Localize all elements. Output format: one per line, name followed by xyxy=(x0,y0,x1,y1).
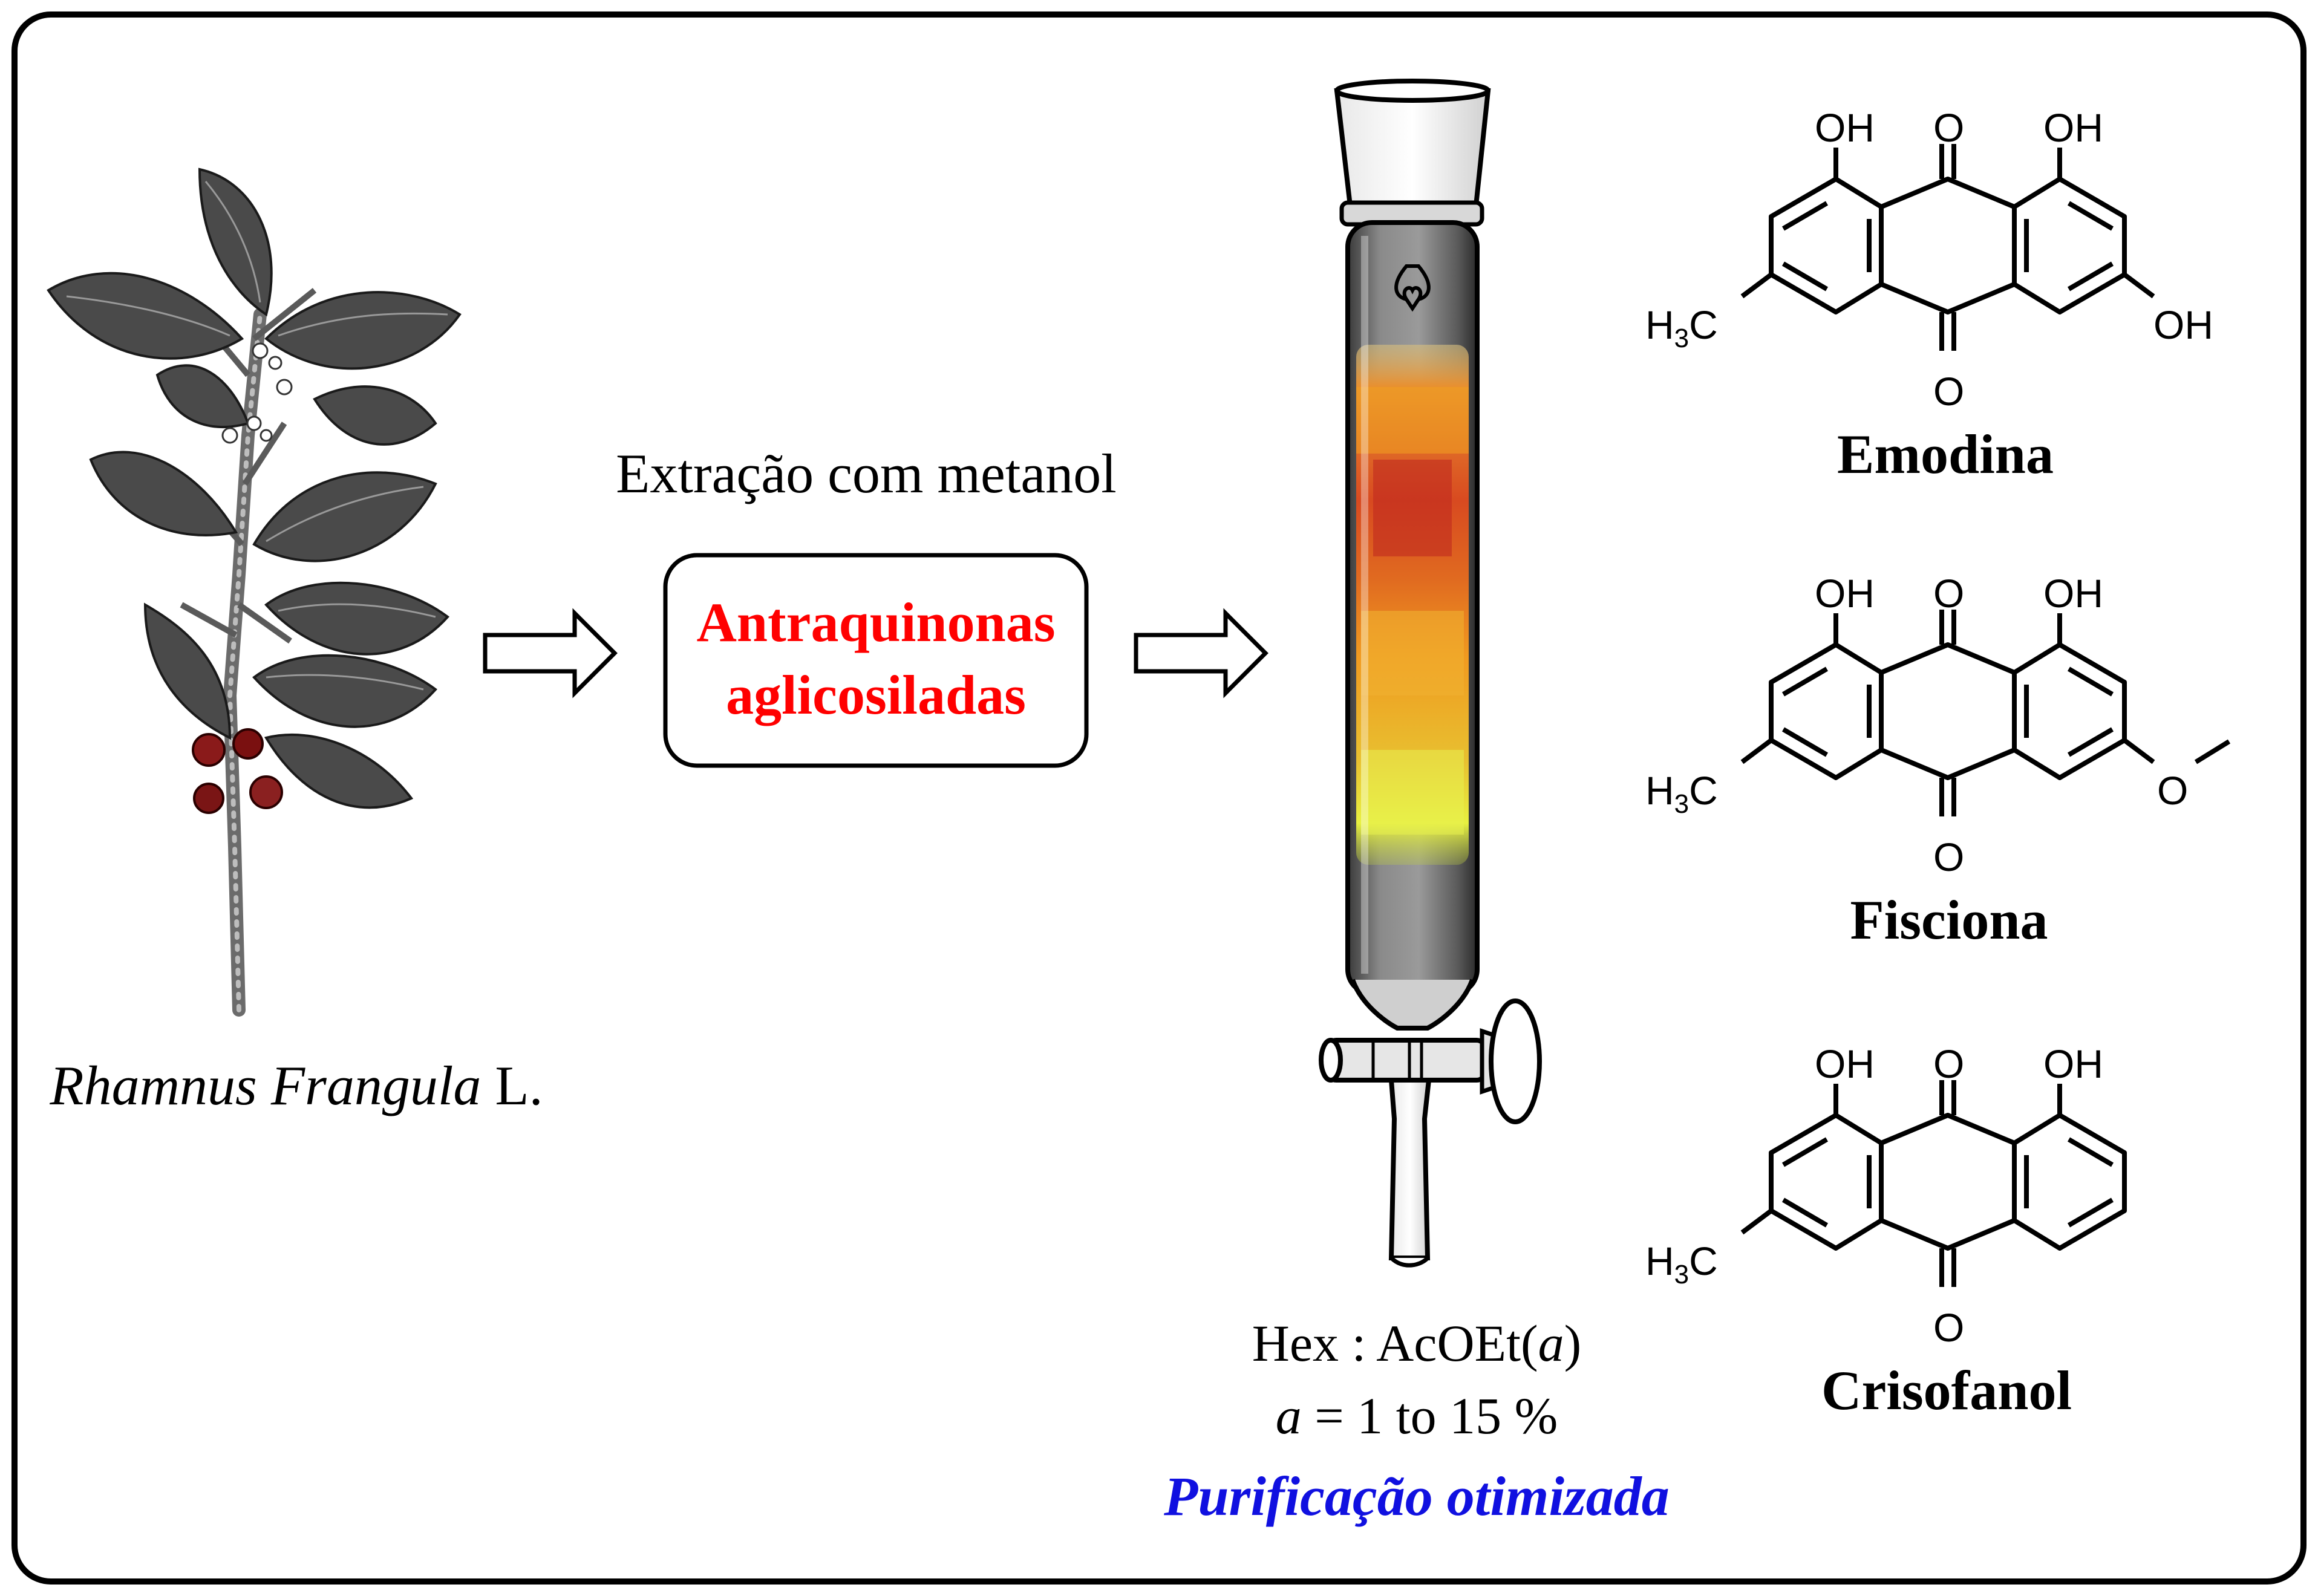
arrow-right-icon xyxy=(1134,608,1268,699)
svg-text:OH: OH xyxy=(1815,571,1875,616)
box-line-1: Antraquinonas xyxy=(696,591,1055,653)
svg-text:H3C: H3C xyxy=(1645,768,1718,819)
svg-text:O: O xyxy=(1933,1305,1964,1350)
svg-text:OH: OH xyxy=(2153,302,2213,347)
svg-text:O: O xyxy=(1933,835,1964,879)
eluent-line-1: Hex : AcOEt(a) xyxy=(1252,1314,1582,1372)
plant-name: Rhamnus Frangula L. xyxy=(49,1055,543,1116)
svg-text:O: O xyxy=(1933,369,1964,414)
extraction-label: Extração com metanol xyxy=(616,443,1117,504)
svg-text:O: O xyxy=(1933,571,1964,616)
arrow-right-icon xyxy=(483,608,618,699)
svg-text:OH: OH xyxy=(1815,105,1875,150)
crisofanol-structure: OH O OH H3C O Crisofanol xyxy=(1645,1041,2127,1421)
svg-text:OH: OH xyxy=(2043,1041,2103,1086)
box-line-2: aglicosiladas xyxy=(726,664,1026,726)
eluent-line-2: a = 1 to 15 % xyxy=(1276,1387,1558,1445)
compound-name: Fisciona xyxy=(1850,889,2048,951)
fisciona-structure: OH O OH H3C O O Fisciona xyxy=(1645,571,2231,951)
chromatography-column-icon xyxy=(1319,79,1542,1268)
compound-name: Emodina xyxy=(1837,423,2054,485)
svg-text:O: O xyxy=(1933,105,1964,150)
outer-frame xyxy=(11,11,2307,1585)
svg-text:OH: OH xyxy=(2043,571,2103,616)
emodina-structure: OH O OH H3C OH O Emodina xyxy=(1645,105,2213,485)
svg-text:OH: OH xyxy=(1815,1041,1875,1086)
compound-name: Crisofanol xyxy=(1821,1360,2072,1421)
plant-illustration xyxy=(47,168,462,1017)
svg-text:H3C: H3C xyxy=(1645,1239,1718,1289)
svg-text:H3C: H3C xyxy=(1645,302,1718,353)
svg-text:O: O xyxy=(2157,768,2188,813)
svg-text:O: O xyxy=(1933,1041,1964,1086)
purification-caption: Purificação otimizada xyxy=(1163,1465,1670,1527)
antraquinonas-box xyxy=(663,553,1089,768)
svg-text:OH: OH xyxy=(2043,105,2103,150)
